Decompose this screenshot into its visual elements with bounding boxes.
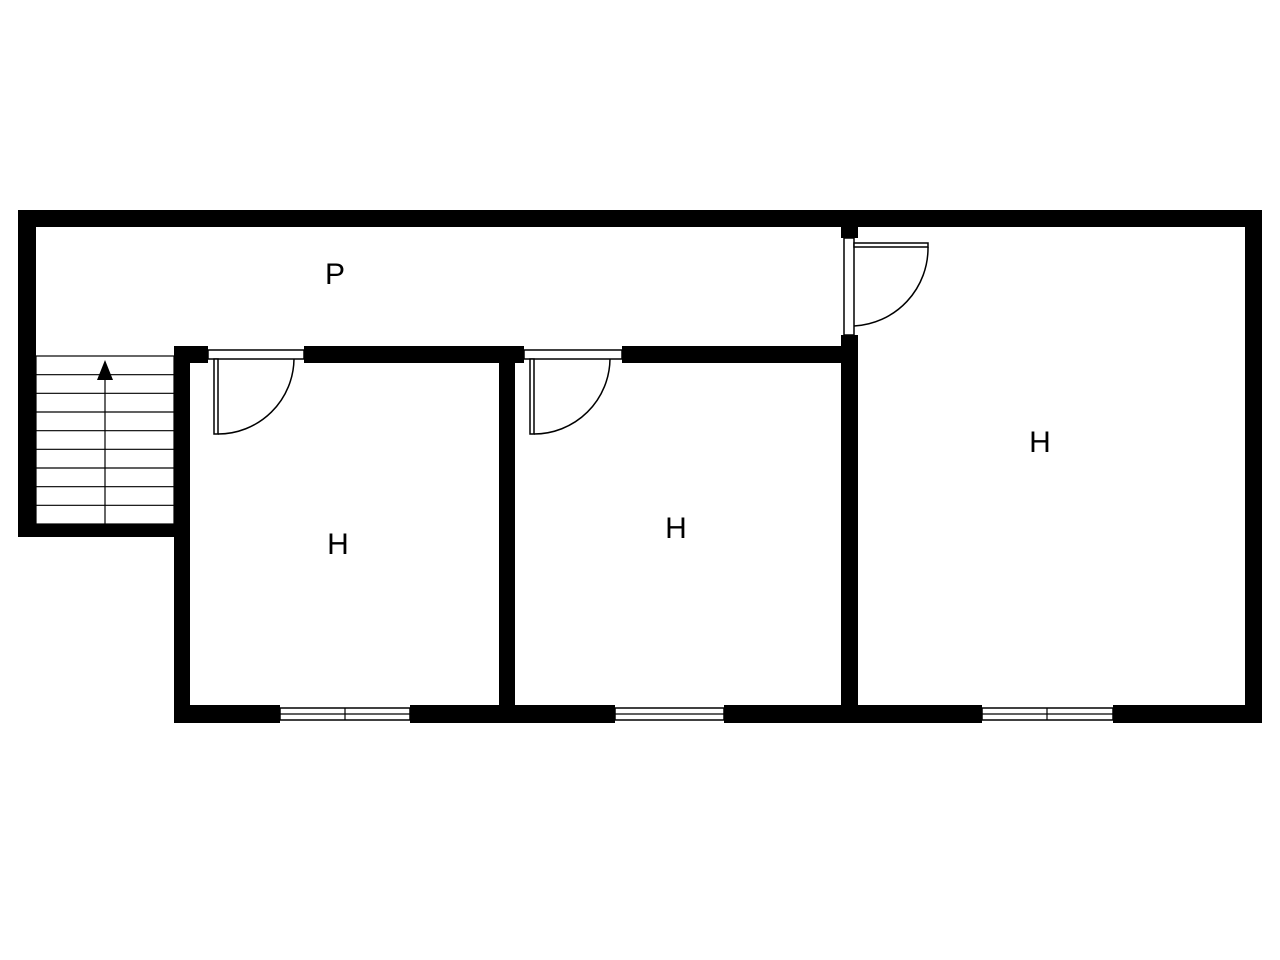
wall-partition-2 [841, 335, 858, 708]
door-right-room [843, 237, 929, 336]
window-2 [614, 707, 725, 721]
doors [207, 237, 929, 435]
room-label-middle: H [665, 512, 687, 545]
wall-top [18, 210, 1262, 227]
wall-stair-bottom [18, 524, 190, 537]
wall-partition-1 [499, 363, 515, 708]
room-label-passage: P [325, 258, 345, 291]
wall-left-room [174, 346, 190, 723]
wall-bottom-seg-2 [410, 705, 615, 723]
window-1 [279, 707, 411, 721]
wall-mid-seg-3 [622, 346, 858, 363]
wall-bottom-seg-4 [1113, 705, 1262, 723]
wall-mid-seg-1 [174, 346, 208, 363]
room-label-right: H [1029, 426, 1051, 459]
wall-partition-2-stub [841, 220, 858, 238]
wall-mid-seg-2 [304, 346, 524, 363]
door-left-room [207, 349, 305, 435]
wall-right [1245, 210, 1262, 723]
room-label-left: H [327, 528, 349, 561]
windows [279, 707, 1114, 721]
wall-bottom-seg-3 [724, 705, 982, 723]
door-middle-room [523, 349, 623, 435]
room-labels: P H H H [325, 258, 1051, 561]
window-3 [981, 707, 1114, 721]
wall-left-outer [18, 210, 36, 537]
wall-bottom-seg-1 [174, 705, 280, 723]
walls [18, 210, 1262, 723]
stairs [35, 355, 175, 525]
stairs-up-arrow-icon [97, 360, 113, 380]
